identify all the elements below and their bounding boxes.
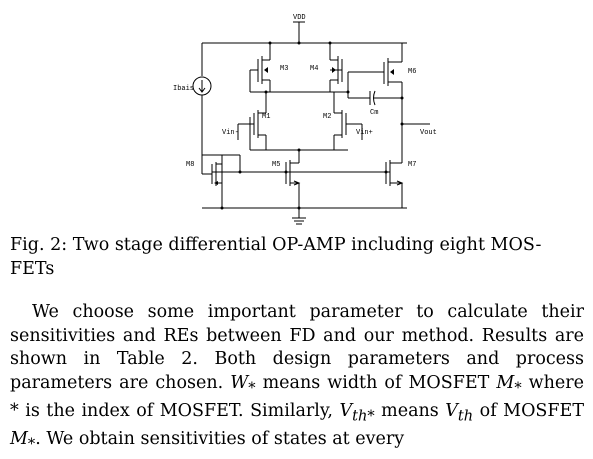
m7-label: M7 (408, 161, 416, 169)
m5-label: M5 (272, 161, 280, 169)
m2-symbol: M (10, 428, 28, 449)
w-symbol: W (230, 372, 249, 393)
vout-label: Vout (420, 129, 437, 137)
circuit-figure: VDD Ibais M1 M2 M3 M4 M5 M6 M7 M8 Cm Vin… (173, 14, 437, 225)
caption-text: Two stage differential OP-AMP including … (10, 235, 542, 279)
body-paragraph: We choose some important parameter to ca… (10, 301, 584, 456)
vin-plus-label: Vin+ (356, 129, 373, 137)
opamp-schematic: VDD Ibais M1 M2 M3 M4 M5 M6 M7 M8 Cm Vin… (173, 14, 437, 225)
vth-symbol: V (339, 400, 353, 421)
w-subscript: * (248, 379, 256, 397)
vth-subscript: th* (352, 407, 375, 425)
cm-label: Cm (370, 109, 378, 117)
m8-label: M8 (186, 161, 194, 169)
vth2-symbol: V (445, 400, 458, 421)
paragraph-text-2: means width of MOSFET (255, 372, 497, 393)
paragraph-text-5: of MOSFET (473, 400, 585, 421)
m6-label: M6 (408, 68, 416, 76)
m3-label: M3 (280, 65, 288, 73)
figure-caption: Fig. 2: Two stage differential OP-AMP in… (10, 233, 582, 281)
m2-label: M2 (323, 113, 331, 121)
m-symbol: M (496, 372, 515, 393)
paragraph-text-4: means (374, 400, 446, 421)
vth2-subscript: th (457, 407, 474, 425)
m-subscript: * (514, 379, 522, 397)
paragraph-text-3: where * is the index of MOSFET. Similarl… (10, 372, 584, 421)
vin-minus-label: Vin- (222, 129, 239, 137)
cm-plate-right (373, 90, 376, 106)
vdd-label: VDD (293, 14, 306, 22)
caption-prefix: Fig. 2: (10, 235, 68, 255)
paragraph-sentence-1: We choose some important parameter to ca… (10, 302, 584, 393)
m4-label: M4 (310, 65, 318, 73)
paragraph-text-6: . We obtain sensitivities of states at e… (35, 428, 405, 449)
m1-label: M1 (262, 113, 270, 121)
ibias-label: Ibais (173, 85, 194, 93)
m2-subscript: * (27, 435, 36, 453)
